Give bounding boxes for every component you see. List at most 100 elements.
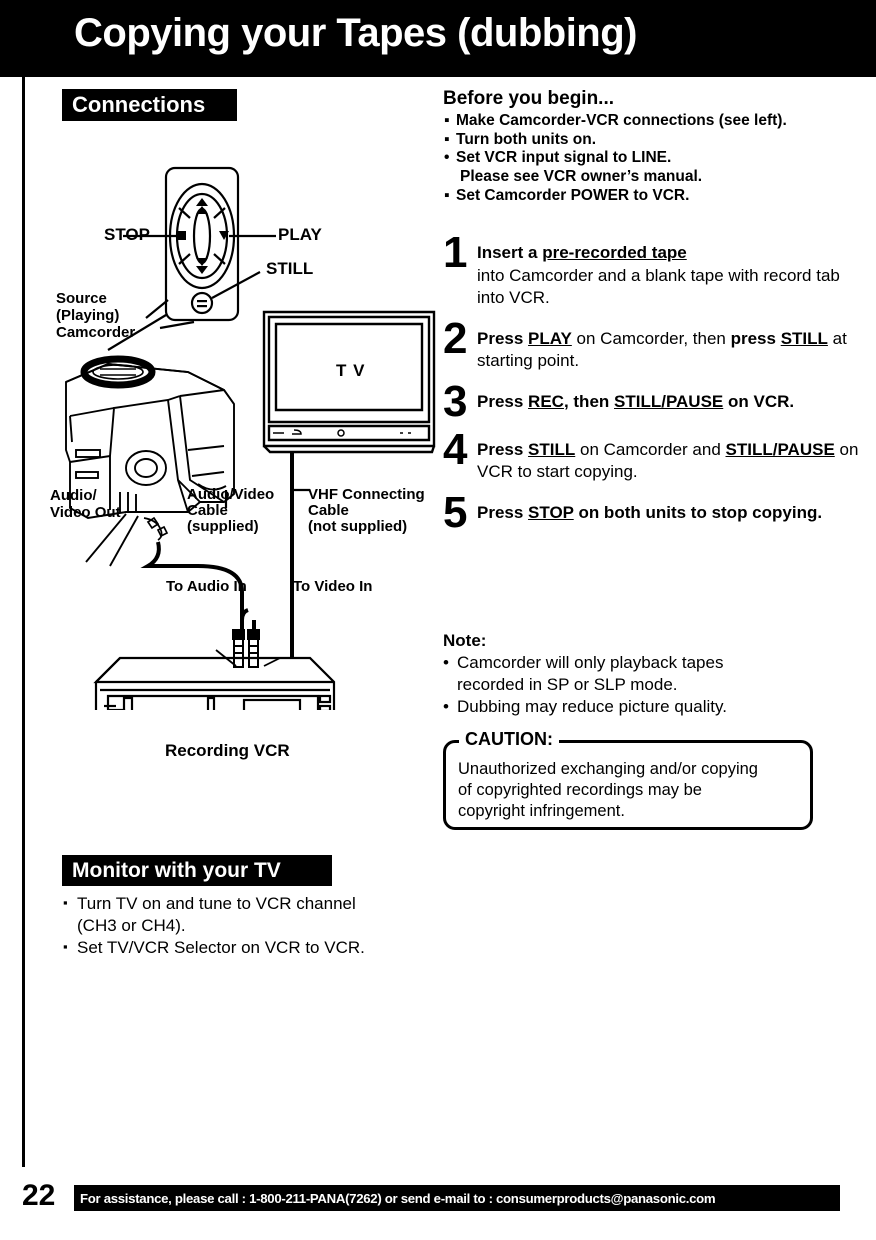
step-text-bold-3: on VCR.	[723, 391, 795, 411]
label-play: PLAY	[278, 225, 322, 244]
label-tv-screen: T V	[336, 361, 366, 380]
list-item: ▪ Turn TV on and tune to VCR channel (CH…	[62, 893, 462, 937]
note-title: Note:	[443, 631, 487, 650]
step-text-underline: REC	[528, 391, 564, 411]
step-number: 5	[443, 487, 468, 537]
page-left-rule	[22, 77, 25, 1167]
step-number: 2	[443, 313, 468, 363]
step-text-bold: Press	[477, 328, 529, 348]
label-av-cable-line3: (supplied)	[187, 518, 259, 535]
note-block: Note: • Camcorder will only playback tap…	[443, 631, 843, 718]
list-item-text: Camcorder will only playback tapes	[457, 653, 724, 672]
label-vhf-cable-line3: (not supplied)	[308, 518, 408, 535]
step-5: 5 Press STOP on both units to stop copyi…	[443, 487, 863, 537]
page-title: Copying your Tapes (dubbing)	[74, 11, 638, 55]
bullet-icon: •	[443, 697, 449, 716]
step-text-underline: pre-recorded tape	[542, 243, 687, 262]
label-to-video-in: To Video In	[293, 578, 373, 595]
list-item-text: Set VCR input signal to LINE.	[456, 149, 672, 167]
step-text-bold: Press	[477, 439, 529, 459]
list-item-text: Turn TV on and tune to VCR channel	[77, 894, 356, 913]
before-you-begin-block: Before you begin... ▪ Make Camcorder-VCR…	[443, 88, 863, 206]
bullet-icon: ▪	[444, 130, 450, 148]
list-item: ▪ Set Camcorder POWER to VCR.	[443, 187, 863, 206]
step-text-underline: STOP	[528, 502, 574, 522]
caution-line-1: Unauthorized exchanging and/or copying	[458, 760, 758, 778]
page-header-band	[0, 0, 876, 77]
list-item-subtext: recorded in SP or SLP mode.	[457, 675, 678, 694]
list-item-text: Set TV/VCR Selector on VCR to VCR.	[77, 938, 365, 957]
bullet-icon: •	[443, 653, 449, 672]
step-text: Press REC, then STILL/PAUSE on VCR.	[477, 386, 794, 414]
label-recording-vcr: Recording VCR	[165, 741, 290, 760]
label-av-cable-line2: Cable	[187, 502, 228, 519]
caution-line-2: of copyrighted recordings may be	[458, 781, 702, 799]
step-number: 1	[443, 228, 468, 277]
label-audio-video-out-line1: Audio/	[50, 487, 97, 504]
section-banner-monitor-label: Monitor with your TV	[72, 858, 281, 882]
step-2: 2 Press PLAY on Camcorder, then press ST…	[443, 313, 863, 373]
step-text: Insert a pre-recorded tape into Camcorde…	[477, 237, 863, 310]
label-source-line2: (Playing)	[56, 307, 120, 324]
label-still: STILL	[266, 259, 314, 278]
before-you-begin-list: ▪ Make Camcorder-VCR connections (see le…	[443, 112, 863, 206]
bullet-icon: ▪	[444, 112, 450, 129]
step-text-plain: on Camcorder, then	[571, 328, 731, 348]
step-text-underline: PLAY	[528, 328, 572, 348]
page-footer: 22 For assistance, please call : 1-800-2…	[22, 1181, 854, 1213]
step-text-underline-3: PAUSE	[777, 439, 835, 459]
caution-line-3: copyright infringement.	[458, 802, 625, 820]
bullet-icon: ▪	[63, 895, 68, 910]
step-text: Press PLAY on Camcorder, then press STIL…	[477, 323, 863, 373]
list-item: ▪ Turn both units on.	[443, 131, 863, 150]
list-item: • Set VCR input signal to LINE. Please s…	[443, 149, 863, 186]
step-3: 3 Press REC, then STILL/PAUSE on VCR.	[443, 379, 863, 423]
step-text-underline-2: STILL/PAUSE	[614, 391, 724, 411]
list-item: ▪ Set TV/VCR Selector on VCR to VCR.	[62, 937, 462, 959]
note-list: • Camcorder will only playback tapes rec…	[443, 652, 843, 718]
label-source-line3: Camcorder	[56, 324, 136, 341]
step-text-underline-2: STILL/	[725, 439, 778, 459]
list-item-text: Make Camcorder-VCR connections (see left…	[456, 112, 787, 129]
monitor-list: ▪ Turn TV on and tune to VCR channel (CH…	[62, 893, 462, 959]
step-text-underline-2: STILL	[780, 328, 828, 348]
section-banner-monitor: Monitor with your TV	[62, 855, 332, 886]
label-stop: STOP	[104, 225, 150, 244]
label-av-cable-line1: Audio/Video	[187, 486, 275, 503]
page-number: 22	[22, 1179, 56, 1212]
list-item-subtext: (CH3 or CH4).	[77, 916, 186, 935]
list-item-subtext: Please see VCR owner’s manual.	[460, 168, 703, 186]
step-text-underline: STILL	[528, 439, 576, 459]
list-item-text: Turn both units on.	[456, 130, 597, 148]
step-text-plain-2: on VCR to start copying.	[477, 439, 859, 482]
step-number: 4	[443, 424, 468, 474]
section-banner-connections-label: Connections	[72, 92, 206, 117]
step-4: 4 Press STILL on Camcorder and STILL/PAU…	[443, 424, 863, 484]
bullet-icon: ▪	[63, 939, 68, 954]
footer-contact-text: For assistance, please call : 1-800-211-…	[80, 1190, 716, 1206]
label-source-line1: Source	[56, 290, 107, 307]
connection-diagram: STOP PLAY STILL Source (Playing) Camcord…	[48, 150, 448, 759]
bullet-icon: •	[444, 149, 450, 167]
step-text-bold: Press	[477, 391, 529, 411]
step-text-bold: Press	[477, 502, 529, 522]
step-text-bold: Insert a	[477, 243, 543, 262]
label-vhf-cable-line1: VHF Connecting	[308, 486, 425, 503]
label-to-audio-in: To Audio In	[166, 578, 247, 595]
list-item: • Camcorder will only playback tapes rec…	[443, 652, 843, 696]
caution-label: CAUTION:	[459, 729, 559, 749]
connection-diagram-svg	[65, 166, 436, 740]
step-text-plain: on Camcorder and	[575, 439, 726, 459]
list-item: • Dubbing may reduce picture quality.	[443, 696, 843, 718]
step-text-bold-2: , then	[563, 391, 615, 411]
step-text-bold-2: press	[730, 328, 781, 348]
step-text: Press STOP on both units to stop copying…	[477, 497, 822, 525]
caution-text: Unauthorized exchanging and/or copying o…	[458, 759, 802, 822]
caution-box: CAUTION: Unauthorized exchanging and/or …	[443, 729, 813, 830]
step-text: Press STILL on Camcorder and STILL/PAUSE…	[477, 434, 863, 484]
label-vhf-cable-line2: Cable	[308, 502, 349, 519]
label-audio-video-out-line2: Video Out	[50, 504, 121, 521]
list-item-text: Set Camcorder POWER to VCR.	[456, 186, 690, 204]
footer-contact-bar: For assistance, please call : 1-800-211-…	[74, 1185, 840, 1211]
